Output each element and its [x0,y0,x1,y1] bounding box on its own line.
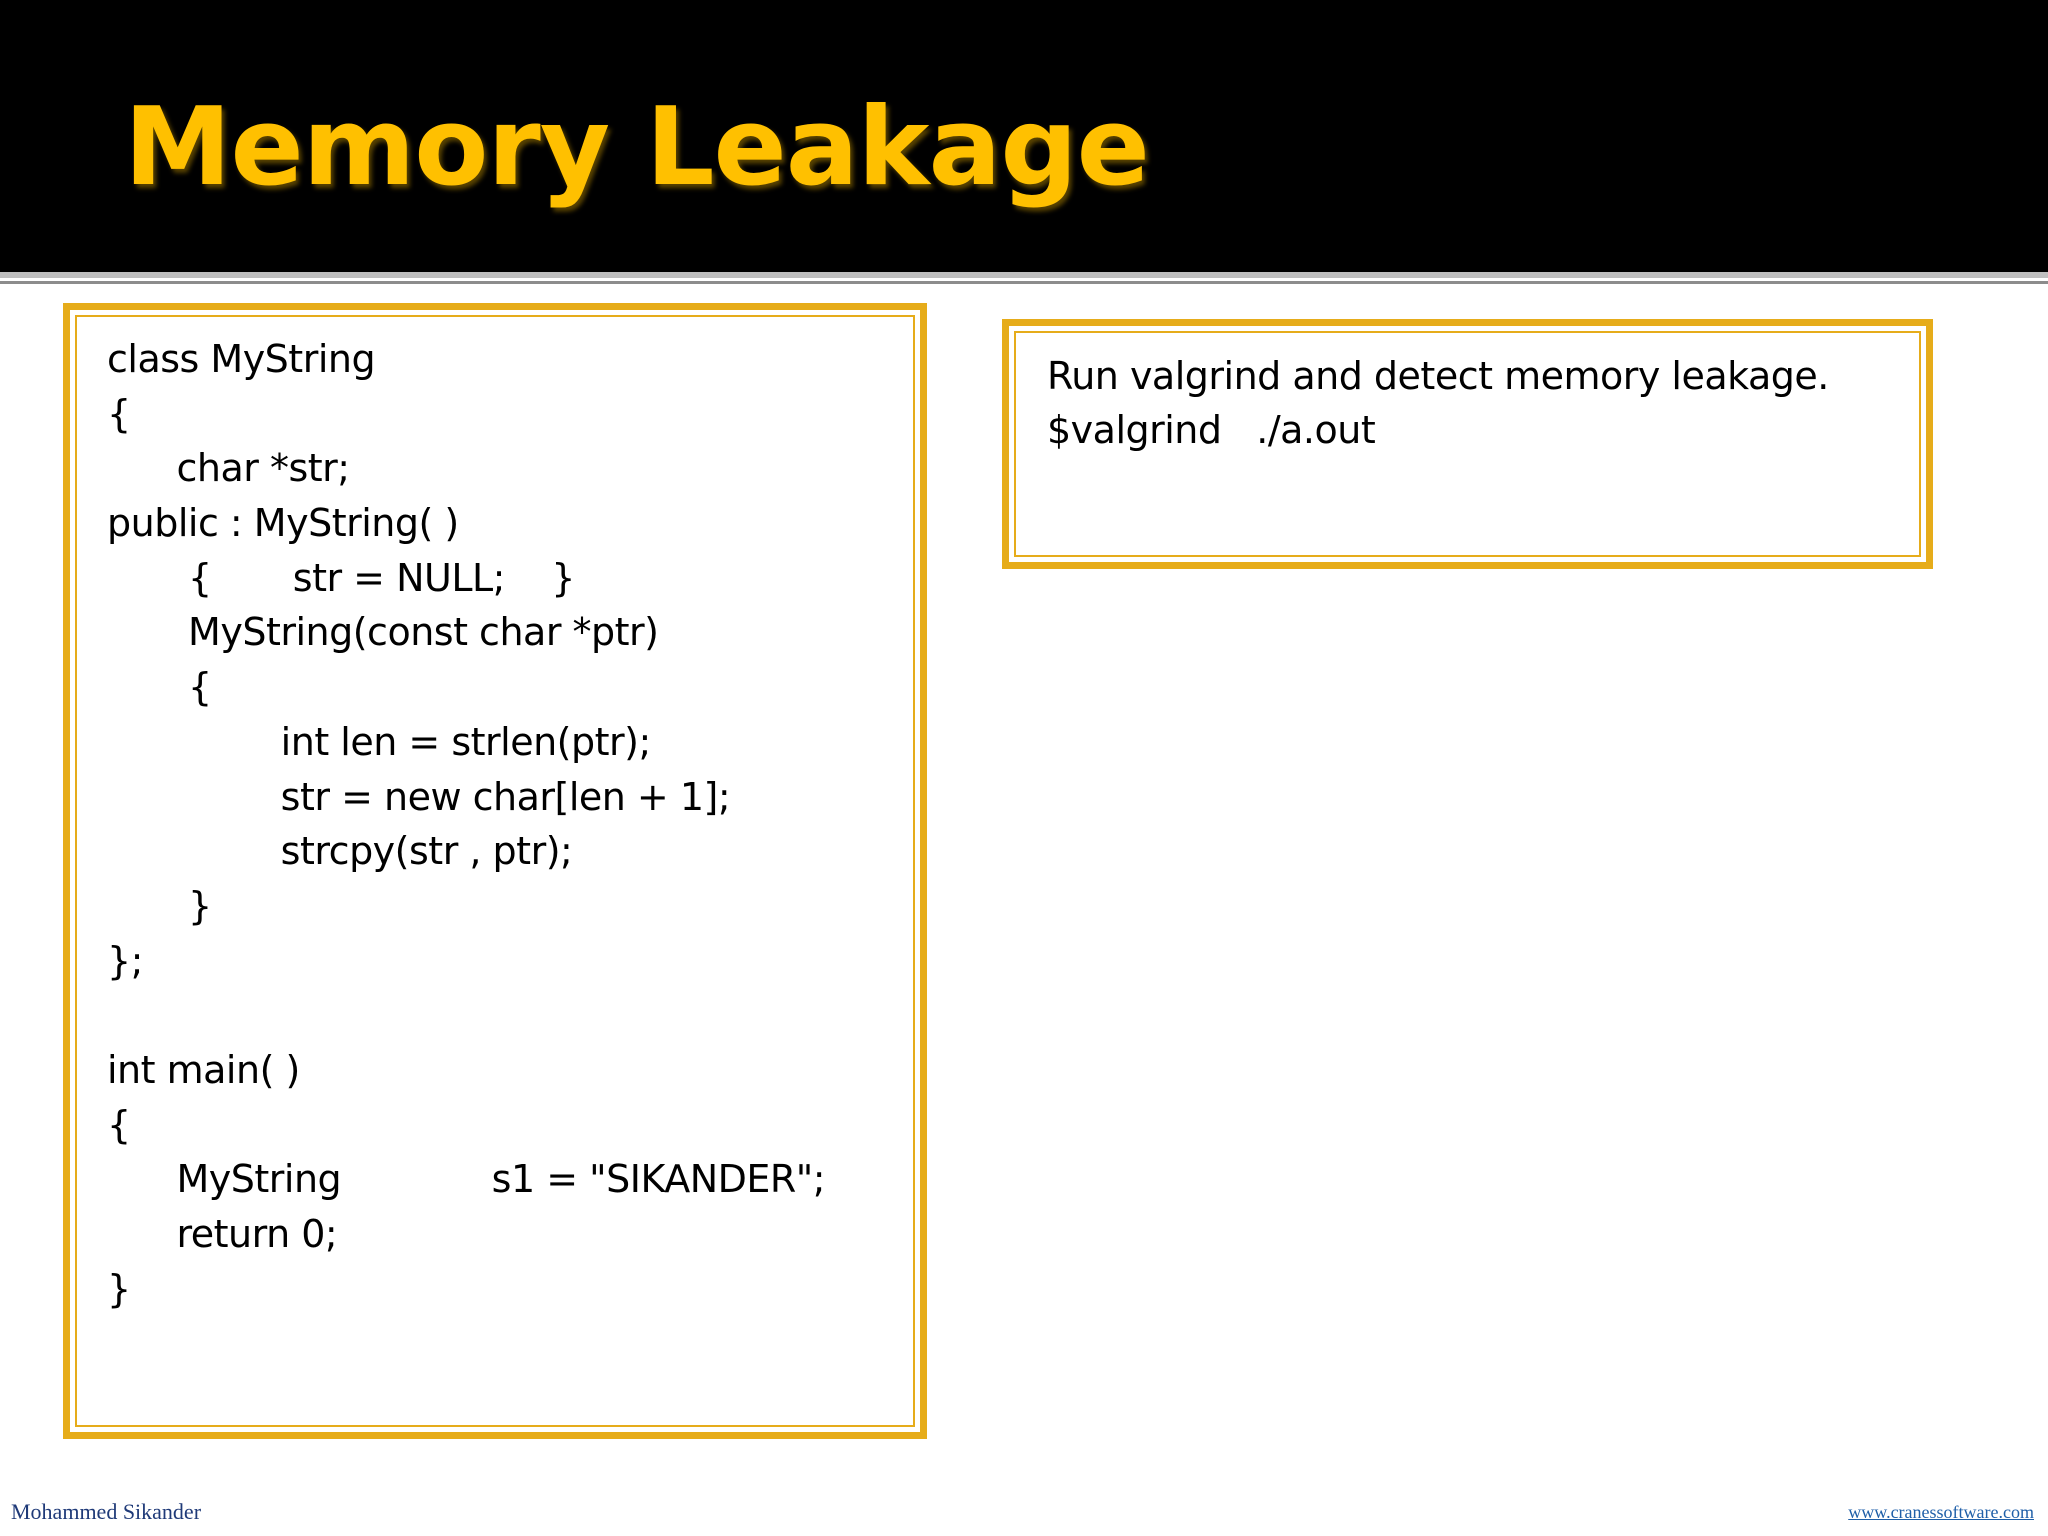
code-line: return 0; [107,1212,338,1256]
note-line: Run valgrind and detect memory leakage. [1047,354,1829,398]
code-line: { str = NULL; } [107,555,575,600]
code-box: class MyString { char *str; public : MyS… [63,303,927,1439]
code-line: { [107,665,212,710]
footer-website-link[interactable]: www.cranessoftware.com [1848,1502,2034,1522]
code-line: int len = strlen(ptr); [107,719,652,764]
code-line [107,988,900,1043]
note-command: $valgrind ./a.out [1047,408,1376,452]
code-line: char *str; [107,446,350,491]
code-line: int main( ) [107,1047,300,1092]
code-line: public : MyString( ) [107,501,459,546]
code-line: } [107,1266,131,1311]
code-listing: class MyString { char *str; public : MyS… [107,332,900,1316]
code-line: } [107,883,212,928]
code-line: }; [107,938,143,983]
code-line: { [107,391,131,436]
code-line: MyString(const char *ptr) [107,610,659,655]
code-line: { [107,1102,131,1147]
note-box: Run valgrind and detect memory leakage. … [1002,319,1933,569]
title-divider-shadow [0,281,2048,284]
slide-title: Memory Leakage [124,85,1150,210]
note-text: Run valgrind and detect memory leakage. … [1047,349,1906,457]
title-divider [0,272,2048,278]
code-line: str = new char[len + 1]; [107,774,731,819]
code-line: strcpy(str , ptr); [107,829,573,874]
title-bar: Memory Leakage [0,0,2048,272]
code-line: class MyString [107,337,376,381]
footer-author: Mohammed Sikander [11,1499,202,1524]
code-line: MyString s1 = "SIKANDER"; [107,1157,826,1202]
